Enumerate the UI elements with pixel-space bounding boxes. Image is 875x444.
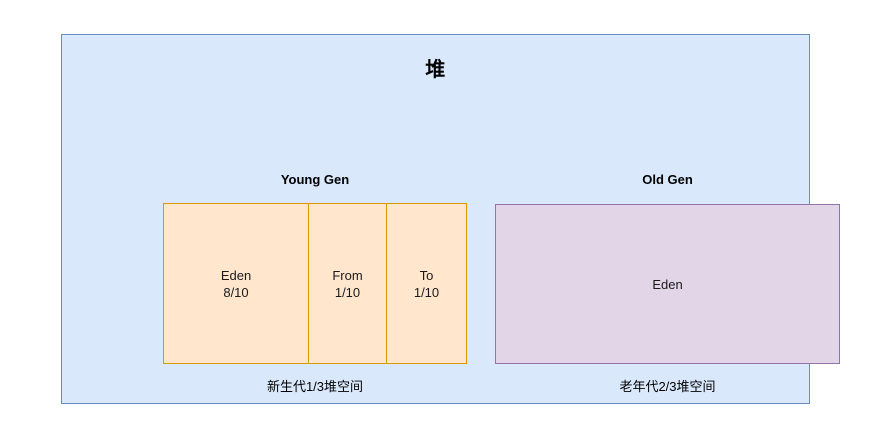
heap-container: 堆 Young Gen Old Gen Eden 8/10 From 1/10 [61, 34, 840, 404]
young-gen-cell-eden-text: Eden 8/10 [221, 267, 251, 301]
young-gen-box: Eden 8/10 From 1/10 To 1/10 [163, 203, 467, 364]
young-gen-cell-to: To 1/10 [387, 204, 466, 363]
young-gen-cell-to-text: To 1/10 [414, 267, 439, 301]
heap-title: 堆 [425, 59, 446, 81]
young-gen-cell-eden-name: Eden [220, 267, 252, 283]
young-gen-cell-eden: Eden 8/10 [164, 204, 309, 363]
young-gen-cell-to-name: To [419, 267, 434, 283]
young-gen-caption: 新生代1/3堆空间 [266, 379, 364, 394]
young-gen-cell-eden-ratio: 8/10 [223, 284, 249, 300]
young-gen-label: Young Gen [280, 172, 350, 187]
young-gen-cell-from: From 1/10 [309, 204, 387, 363]
young-gen-cell-from-ratio: 1/10 [334, 284, 361, 300]
old-gen-cell-eden-name: Eden [652, 276, 683, 292]
old-gen-cell-eden-text: Eden [652, 276, 682, 293]
young-gen-cell-to-ratio: 1/10 [413, 284, 440, 300]
old-gen-box: Eden [495, 204, 840, 364]
old-gen-caption: 老年代2/3堆空间 [619, 379, 716, 394]
young-gen-cell-from-text: From 1/10 [332, 267, 362, 301]
young-gen-cell-from-name: From [332, 267, 363, 283]
old-gen-label: Old Gen [642, 172, 693, 187]
